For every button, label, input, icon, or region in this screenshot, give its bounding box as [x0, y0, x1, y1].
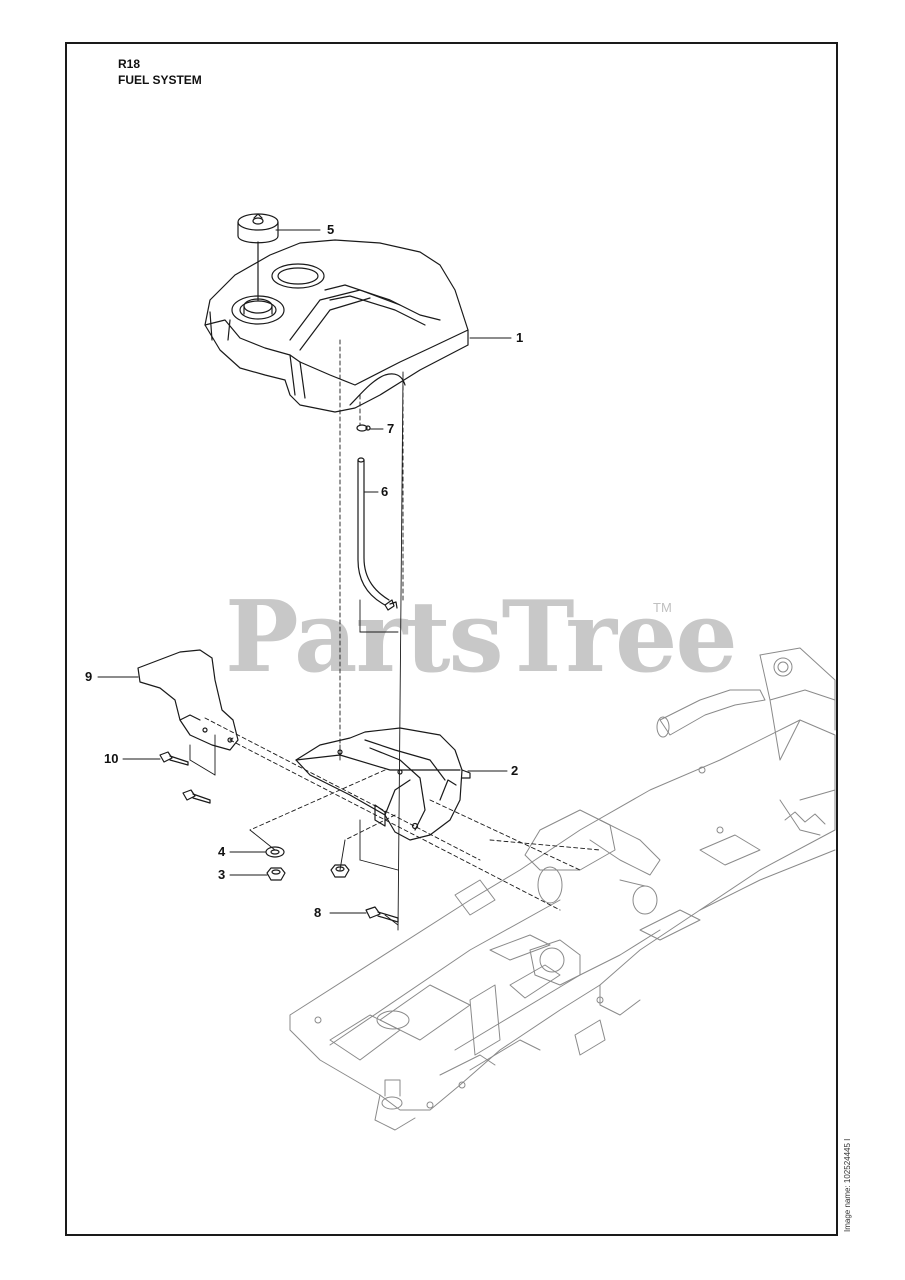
callout-9: 9 [85, 669, 93, 684]
hose-clamp [356, 424, 371, 432]
bolt-10b [182, 789, 211, 804]
washer [265, 846, 285, 858]
callout-6: 6 [381, 484, 389, 499]
tank-bracket [295, 727, 471, 841]
lock-nut-b [330, 864, 350, 878]
callout-8: 8 [314, 905, 322, 920]
partstree-watermark: PartsTree [225, 580, 738, 695]
model-title: R18 [118, 57, 141, 71]
callout-5: 5 [327, 222, 335, 237]
section-title: FUEL SYSTEM [118, 73, 202, 87]
cover-plate [137, 649, 239, 751]
bolt-10 [159, 751, 189, 766]
fuel-hose [357, 457, 398, 611]
callout-1: 1 [516, 330, 524, 345]
trademark-mark: TM [653, 600, 672, 615]
callout-10: 10 [104, 751, 119, 766]
callout-2: 2 [511, 763, 519, 778]
callout-3: 3 [218, 867, 226, 882]
fuel-cap [237, 213, 279, 301]
fuel-tank [204, 239, 469, 413]
callout-7: 7 [387, 421, 395, 436]
callout-4: 4 [218, 844, 226, 859]
image-name-label: Image name: 102524445 I [843, 1138, 852, 1232]
diagram-frame [65, 42, 838, 1236]
mower-frame [289, 647, 836, 1131]
lock-nut [266, 867, 286, 881]
bolt-8 [365, 906, 399, 923]
